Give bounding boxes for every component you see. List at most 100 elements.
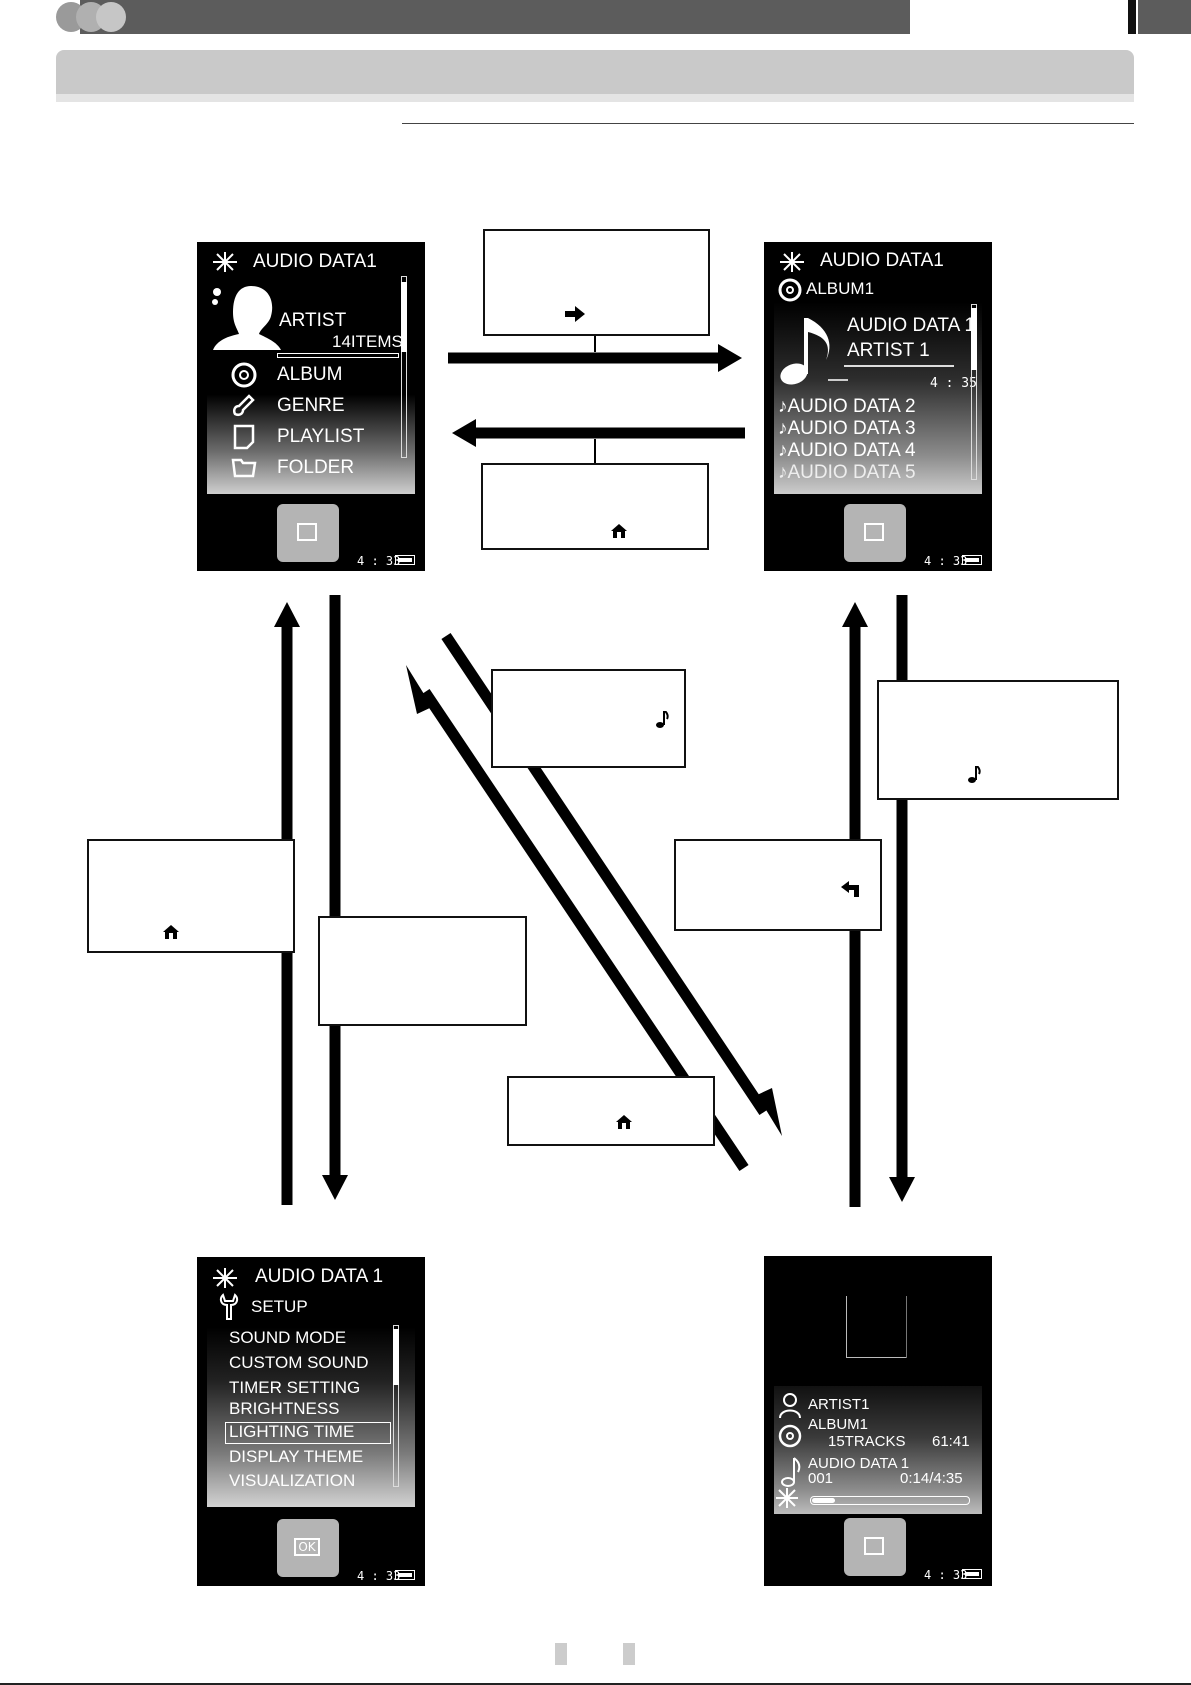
menu-gradient [207, 352, 415, 494]
elapsed-time: 0:14/4:35 [900, 1470, 963, 1487]
note-icon: ♪ [778, 462, 788, 483]
note-icon [656, 711, 669, 728]
page-marker [623, 1643, 635, 1665]
artwork-frame [906, 1296, 907, 1358]
track-title: AUDIO DATA 2 [787, 396, 916, 417]
home-icon [616, 1115, 632, 1129]
current-artist: ARTIST 1 [847, 340, 930, 361]
header-block [1138, 0, 1191, 34]
track-item[interactable]: ♪AUDIO DATA 4 [778, 440, 916, 462]
caption-box-next [483, 229, 710, 336]
header-dot [96, 2, 126, 32]
clock: 4 : 33 [357, 1569, 401, 1583]
artist-icon [779, 1393, 801, 1419]
nav-pad[interactable] [277, 504, 339, 562]
album-icon [231, 362, 257, 388]
title-band-shadow [56, 94, 1134, 102]
track-item[interactable]: ♪AUDIO DATA 5 [778, 462, 916, 484]
scrollbar[interactable] [401, 276, 407, 458]
music-note-icon [780, 318, 848, 385]
setup-item-selected[interactable]: LIGHTING TIME [229, 1422, 355, 1441]
sparkle-icon [213, 252, 237, 272]
back-icon [841, 881, 859, 897]
nav-pad[interactable] [844, 504, 906, 562]
track-title: AUDIO DATA 5 [787, 462, 916, 483]
ok-button[interactable]: OK [294, 1538, 320, 1556]
wrench-icon [219, 1293, 239, 1320]
clock: 4 : 33 [924, 1568, 968, 1582]
page-marker [555, 1643, 567, 1665]
screen-album-tracks: AUDIO DATA1 ALBUM1 AUDIO DATA 1 ARTIST 1… [764, 242, 992, 571]
pause-icon[interactable] [864, 1537, 884, 1555]
album-icon [778, 1424, 802, 1448]
caption-box-setup [318, 916, 527, 1026]
setup-item[interactable]: VISUALIZATION [229, 1471, 356, 1490]
track-progress [844, 365, 954, 367]
setup-item[interactable]: CUSTOM SOUND [229, 1353, 369, 1372]
play-icon[interactable] [864, 523, 884, 541]
note-icon: ♪ [778, 440, 788, 461]
info-panel [774, 1386, 982, 1514]
battery-icon [962, 555, 982, 565]
caption-box-home-bottom [507, 1076, 715, 1146]
artist-name: ARTIST1 [808, 1396, 870, 1413]
count-bar [277, 353, 399, 358]
section-title: SETUP [251, 1297, 308, 1316]
menu-gradient [207, 1327, 415, 1507]
track-count: 15TRACKS [828, 1433, 906, 1450]
screen-artist-list: AUDIO DATA1 ARTIST 14ITEMS ALBUM GENRE P… [197, 242, 425, 571]
scrollbar[interactable] [971, 304, 977, 480]
note-icon: ♪ [778, 396, 788, 417]
screen-now-playing: ARTIST1 ALBUM1 15TRACKS 61:41 AUDIO DATA… [764, 1256, 992, 1586]
menu-item-album[interactable]: ALBUM [277, 364, 343, 385]
track-time: 4 : 35 [930, 376, 977, 391]
clock: 4 : 33 [357, 554, 401, 568]
total-time: 61:41 [932, 1433, 970, 1450]
battery-icon [962, 1569, 982, 1579]
menu-item-playlist[interactable]: PLAYLIST [277, 426, 365, 447]
scroll-thumb[interactable] [393, 1329, 399, 1385]
header-tab [1128, 0, 1136, 34]
home-icon [611, 524, 627, 538]
note-icon [968, 766, 981, 783]
sparkle-icon [776, 1488, 798, 1508]
caption-box-return [481, 463, 709, 550]
menu-item-folder[interactable]: FOLDER [277, 457, 355, 478]
footer-rule [0, 1683, 1191, 1685]
menu-item-genre[interactable]: GENRE [277, 395, 345, 416]
note-icon [781, 1457, 801, 1487]
track-number: 001 [808, 1470, 834, 1487]
section-rule [402, 123, 1134, 124]
setup-item[interactable]: SOUND MODE [229, 1328, 347, 1347]
caption-box-back [674, 839, 882, 931]
setup-item[interactable]: TIMER SETTING [229, 1378, 361, 1397]
selected-category: ARTIST [279, 310, 347, 331]
track-title: AUDIO DATA 1 [808, 1455, 910, 1472]
scroll-thumb[interactable] [401, 282, 407, 352]
track-item[interactable]: ♪AUDIO DATA 2 [778, 396, 916, 418]
setup-item[interactable]: DISPLAY THEME [229, 1447, 364, 1466]
battery-icon [395, 555, 415, 565]
nav-pad[interactable]: OK [277, 1519, 339, 1577]
home-icon [163, 925, 179, 939]
scrollbar[interactable] [393, 1325, 399, 1487]
selection-highlight [225, 1422, 391, 1444]
sparkle-icon [780, 252, 804, 272]
caption-box-play [491, 669, 686, 768]
clock: 4 : 33 [924, 554, 968, 568]
item-count: 14ITEMS [332, 332, 403, 351]
list-gradient [774, 302, 982, 494]
now-playing-title: AUDIO DATA 1 [255, 1266, 384, 1287]
setup-item[interactable]: BRIGHTNESS [229, 1399, 340, 1418]
screen-setup-menu: AUDIO DATA 1 SETUP SOUND MODE CUSTOM SOU… [197, 1257, 425, 1586]
arrow-right-icon [565, 306, 585, 322]
scroll-thumb[interactable] [971, 308, 977, 370]
caption-box-home-left [87, 839, 295, 953]
play-icon[interactable] [297, 523, 317, 541]
track-title: AUDIO DATA 4 [787, 440, 916, 461]
progress-bar[interactable] [810, 1496, 970, 1505]
header-bar [80, 0, 910, 34]
nav-pad[interactable] [844, 1518, 906, 1576]
artwork-frame [846, 1296, 847, 1358]
track-item[interactable]: ♪AUDIO DATA 3 [778, 418, 916, 440]
